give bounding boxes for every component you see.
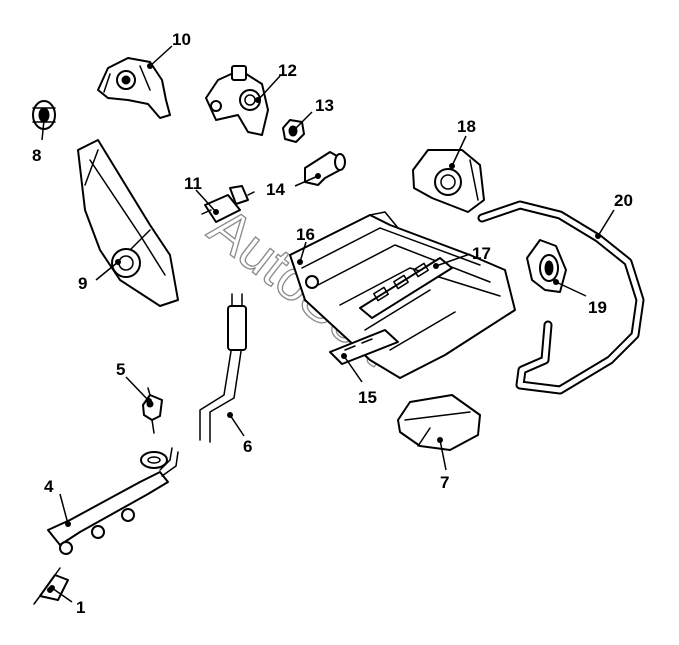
part-20-hose — [477, 200, 645, 395]
callout-12-label: 12 — [278, 61, 297, 80]
callout-14-label: 14 — [266, 180, 285, 199]
callout-18: 18 — [449, 117, 476, 169]
callout-19-label: 19 — [588, 298, 607, 317]
part-11-valve — [201, 185, 255, 223]
callout-12: 12 — [255, 61, 297, 103]
callout-6: 6 — [227, 412, 252, 456]
callout-1-label: 1 — [76, 598, 85, 617]
callout-10-label: 10 — [172, 30, 191, 49]
part-17-gasket — [359, 257, 453, 319]
callout-15: 15 — [341, 353, 377, 407]
callout-5: 5 — [116, 360, 152, 404]
callout-4-label: 4 — [44, 477, 54, 496]
callout-1: 1 — [49, 585, 85, 617]
callout-11-label: 11 — [184, 174, 202, 193]
part-5-sensor — [142, 387, 163, 434]
callout-7: 7 — [437, 437, 449, 492]
callout-6-label: 6 — [243, 437, 252, 456]
part-18-throttle-body — [412, 149, 485, 213]
callout-9: 9 — [78, 259, 121, 293]
callout-17: 17 — [433, 244, 491, 269]
part-15-gasket — [329, 329, 399, 365]
callout-13: 13 — [291, 96, 334, 133]
callout-19: 19 — [553, 279, 607, 317]
callout-14: 14 — [266, 173, 321, 199]
callout-16: 16 — [296, 225, 315, 265]
part-12-water-outlet — [205, 65, 269, 136]
callout-8: 8 — [32, 117, 47, 165]
callout-11: 11 — [184, 174, 219, 215]
callout-8-label: 8 — [32, 146, 41, 165]
callout-16-label: 16 — [296, 225, 315, 244]
callout-7-label: 7 — [440, 473, 449, 492]
callout-15-label: 15 — [358, 388, 377, 407]
part-19-flange — [526, 239, 567, 293]
part-8-pulley — [32, 100, 56, 130]
part-4-fuel-rail — [47, 447, 179, 555]
callout-20-label: 20 — [614, 191, 633, 210]
callout-4: 4 — [44, 477, 71, 527]
callout-20: 20 — [595, 191, 633, 239]
callout-9-label: 9 — [78, 274, 87, 293]
callout-17-label: 17 — [472, 244, 491, 263]
callout-5-label: 5 — [116, 360, 125, 379]
part-6-fuel-lines — [199, 293, 247, 443]
part-9-timing-cover — [77, 139, 179, 307]
callout-13-label: 13 — [315, 96, 334, 115]
part-7-reservoir — [397, 394, 481, 451]
callout-10: 10 — [147, 30, 191, 69]
part-10-bracket — [97, 57, 171, 119]
callout-18-label: 18 — [457, 117, 476, 136]
part-14-elbow-pipe — [304, 151, 346, 186]
